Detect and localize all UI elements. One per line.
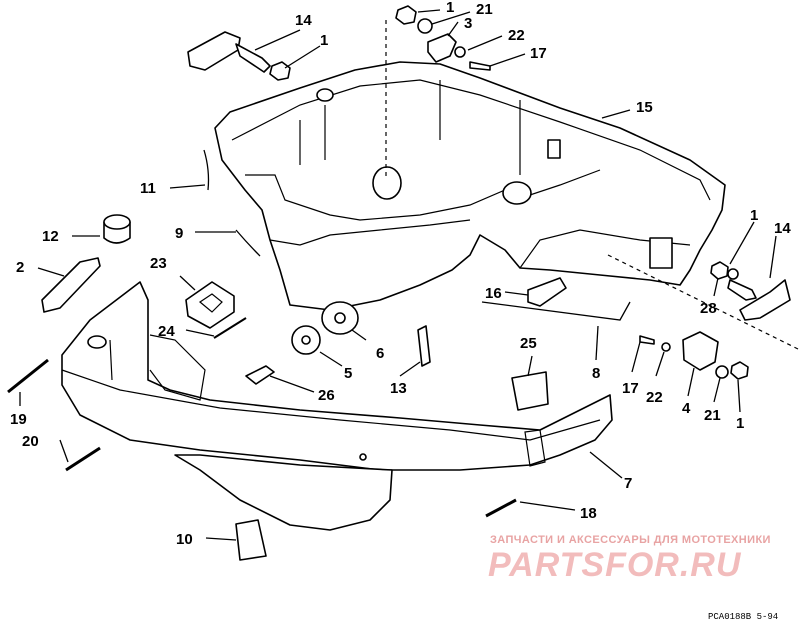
bolt-19-part (7, 358, 49, 394)
nut-top-part (395, 5, 417, 25)
callout-10: 10 (176, 531, 193, 548)
callout-20: 20 (22, 433, 39, 450)
callout-17a: 17 (530, 45, 547, 62)
washer-top-part (417, 18, 433, 34)
leader-lines (19, 9, 777, 541)
grommet-5-part (291, 325, 321, 355)
callout-21a: 21 (476, 1, 493, 18)
bolt-20-part (65, 446, 101, 472)
callout-labels: 14 1 1 21 3 22 17 15 11 9 12 2 23 24 6 5… (10, 0, 791, 548)
pad-10-part (235, 519, 267, 561)
bolt-18-part (485, 498, 517, 518)
callout-14a: 14 (295, 12, 312, 29)
callout-23: 23 (150, 255, 167, 272)
callout-1c: 1 (736, 415, 744, 432)
callout-5: 5 (344, 365, 352, 382)
callout-18: 18 (580, 505, 597, 522)
latch-lever-right-part (727, 279, 791, 321)
clip-13-part (417, 325, 431, 367)
callout-11: 11 (140, 180, 156, 197)
callout-15: 15 (636, 99, 653, 116)
callout-6: 6 (376, 345, 384, 362)
bracket-4-part (682, 331, 719, 371)
callout-25: 25 (520, 335, 537, 352)
pin-24-part (213, 317, 247, 339)
watermark-brand: PARTSFOR.RU (488, 546, 742, 584)
nut-left-part (269, 61, 291, 81)
grommet-6-part (321, 301, 359, 335)
washer-22-top-part (454, 46, 466, 58)
callout-13: 13 (390, 380, 407, 397)
seal-11-part (203, 149, 210, 191)
callout-7: 7 (624, 475, 632, 492)
grommet-12-part (103, 214, 131, 244)
callout-22a: 22 (508, 27, 525, 44)
figure-code: PCA0188B 5-94 (708, 612, 779, 622)
pad-25-part (511, 371, 549, 411)
latch-lever-left-part (187, 31, 271, 73)
callout-14b: 14 (774, 220, 791, 237)
callout-22b: 22 (646, 389, 663, 406)
washer-28-part (727, 268, 739, 280)
stud-26-part (245, 365, 275, 385)
callout-9: 9 (175, 225, 183, 242)
washer-22-lower-part (661, 342, 671, 352)
callout-16: 16 (485, 285, 502, 302)
nut-lower-right-part (730, 361, 749, 380)
callout-1d: 1 (750, 207, 758, 224)
seal-9-part (235, 229, 261, 257)
callout-2: 2 (16, 259, 24, 276)
pad-16-part (527, 277, 567, 307)
seal-8-part (481, 301, 631, 321)
screw-17-top-part (469, 61, 491, 71)
callout-3: 3 (464, 15, 472, 32)
trim-strip-part (41, 257, 101, 313)
watermark-tagline: ЗАПЧАСТИ И АКСЕССУАРЫ ДЛЯ МОТОТЕХНИКИ (490, 534, 771, 546)
nut-right-part (710, 261, 729, 280)
callout-24: 24 (158, 323, 175, 340)
seal-23-part (185, 281, 235, 329)
callout-28: 28 (700, 300, 717, 317)
callout-8: 8 (592, 365, 600, 382)
washer-21-lower-part (715, 365, 729, 379)
callout-12: 12 (42, 228, 59, 245)
callout-21b: 21 (704, 407, 721, 424)
screw-17-lower-part (639, 335, 655, 345)
callout-1a: 1 (320, 32, 328, 49)
callout-19: 19 (10, 411, 27, 428)
callout-1b: 1 (446, 0, 454, 16)
callout-4: 4 (682, 400, 691, 417)
lower-cover-part (61, 281, 613, 531)
callout-26: 26 (318, 387, 335, 404)
bracket-top-part (427, 33, 457, 63)
callout-17b: 17 (622, 380, 639, 397)
upper-cover-part (214, 61, 726, 311)
